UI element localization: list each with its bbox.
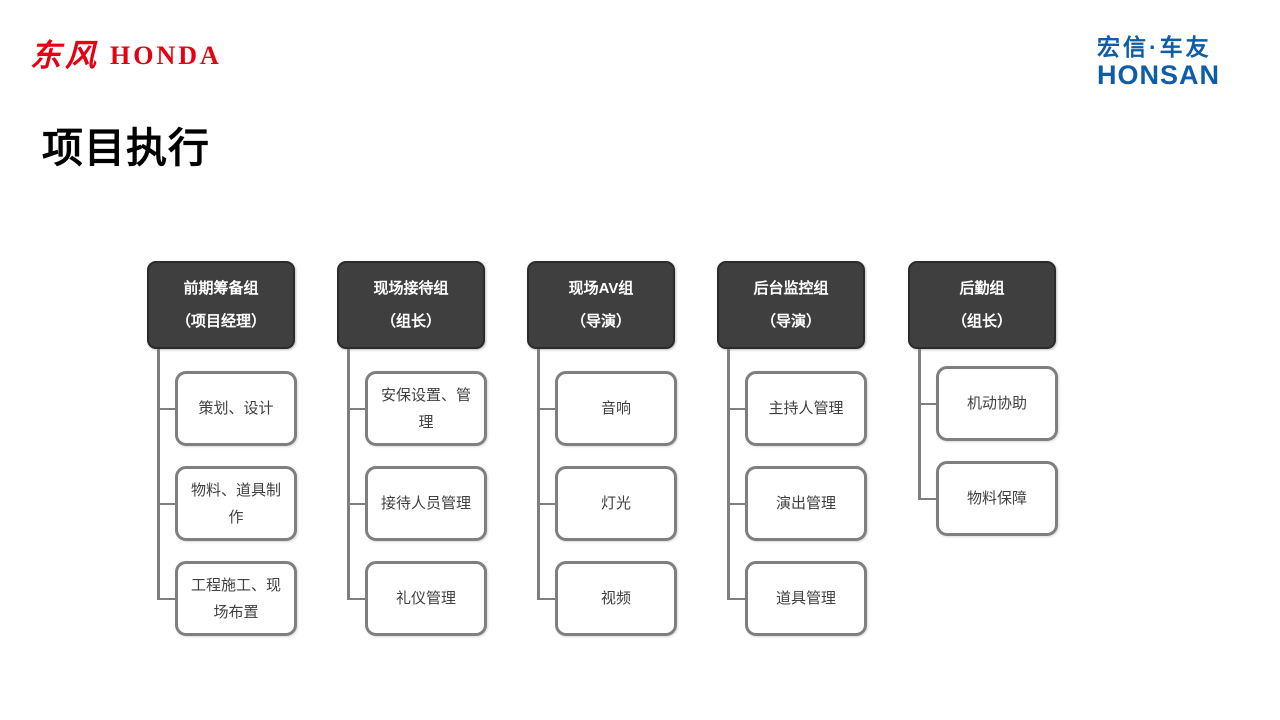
honsan-chinese-wordmark: 宏信·车友 (1097, 34, 1212, 60)
honsan-logo: 宏信·车友 HONSAN (1097, 36, 1220, 89)
org-task-label: 视频 (600, 590, 631, 607)
connector-horizontal-stub (918, 402, 937, 405)
org-group-header: 前期筹备组 （项目经理） (147, 261, 295, 349)
connector-vertical-line (537, 349, 540, 599)
org-group-name: 后勤组 (959, 279, 1005, 297)
org-task-box: 接待人员管理 (365, 466, 487, 541)
honsan-wordmark: HONSAN (1097, 60, 1221, 90)
org-group-name: 后台监控组 (753, 279, 829, 297)
org-task-label: 工程施工、现 场布置 (190, 576, 281, 621)
connector-horizontal-stub (537, 407, 556, 410)
org-column-4: 后台监控组 （导演） 主持人管理演出管理道具管理 (717, 261, 867, 661)
connector-horizontal-stub (918, 497, 937, 500)
honda-wordmark: HONDA (110, 40, 222, 70)
org-group-leader: （导演） (760, 312, 821, 330)
connector-horizontal-stub (347, 502, 366, 505)
org-task-box: 演出管理 (745, 466, 867, 541)
org-group-leader: （组长） (951, 312, 1012, 330)
org-task-box: 道具管理 (745, 561, 867, 636)
org-column-1: 前期筹备组 （项目经理） 策划、设计物料、道具制 作工程施工、现 场布置 (147, 261, 297, 661)
org-task-label: 物料保障 (966, 490, 1027, 507)
org-task-label: 机动协助 (966, 395, 1027, 412)
connector-horizontal-stub (157, 597, 176, 600)
org-task-label: 安保设置、管 理 (380, 386, 471, 431)
org-column-5: 后勤组 （组长） 机动协助物料保障 (908, 261, 1058, 661)
org-task-label: 接待人员管理 (380, 495, 471, 512)
org-task-box: 视频 (555, 561, 677, 636)
connector-vertical-line (157, 349, 160, 599)
org-group-header: 后台监控组 （导演） (717, 261, 865, 349)
org-group-header: 现场AV组 （导演） (527, 261, 675, 349)
connector-horizontal-stub (727, 407, 746, 410)
org-group-header: 后勤组 （组长） (908, 261, 1056, 349)
slide-title: 项目执行 (42, 125, 210, 171)
org-group-name: 现场接待组 (373, 279, 449, 297)
org-group-name: 前期筹备组 (183, 279, 259, 297)
org-task-label: 策划、设计 (198, 400, 274, 417)
org-task-box: 物料、道具制 作 (175, 466, 297, 541)
connector-horizontal-stub (157, 502, 176, 505)
org-task-box: 物料保障 (936, 461, 1058, 536)
org-task-label: 物料、道具制 作 (190, 481, 281, 526)
org-task-label: 道具管理 (775, 590, 836, 607)
dongfeng-honda-logo: 东风 HONDA (30, 40, 222, 71)
connector-horizontal-stub (727, 597, 746, 600)
org-group-header: 现场接待组 （组长） (337, 261, 485, 349)
connector-horizontal-stub (347, 597, 366, 600)
dongfeng-script-mark: 东风 (30, 38, 100, 73)
connector-vertical-line (918, 349, 921, 499)
org-task-box: 策划、设计 (175, 371, 297, 446)
org-task-box: 灯光 (555, 466, 677, 541)
connector-horizontal-stub (157, 407, 176, 410)
connector-horizontal-stub (727, 502, 746, 505)
org-task-label: 礼仪管理 (395, 590, 456, 607)
org-column-2: 现场接待组 （组长） 安保设置、管 理接待人员管理礼仪管理 (337, 261, 487, 661)
org-task-box: 礼仪管理 (365, 561, 487, 636)
org-task-box: 音响 (555, 371, 677, 446)
org-column-3: 现场AV组 （导演） 音响灯光视频 (527, 261, 677, 661)
org-task-label: 灯光 (600, 495, 631, 512)
connector-horizontal-stub (347, 407, 366, 410)
connector-vertical-line (347, 349, 350, 599)
org-group-leader: （组长） (380, 312, 441, 330)
org-task-box: 机动协助 (936, 366, 1058, 441)
connector-vertical-line (727, 349, 730, 599)
org-task-box: 安保设置、管 理 (365, 371, 487, 446)
org-task-label: 演出管理 (775, 495, 836, 512)
org-task-box: 主持人管理 (745, 371, 867, 446)
org-task-label: 音响 (600, 400, 631, 417)
connector-horizontal-stub (537, 502, 556, 505)
org-group-leader: （导演） (570, 312, 631, 330)
org-group-leader: （项目经理） (175, 312, 266, 330)
org-task-label: 主持人管理 (768, 400, 844, 417)
org-task-box: 工程施工、现 场布置 (175, 561, 297, 636)
org-group-name: 现场AV组 (568, 279, 634, 297)
connector-horizontal-stub (537, 597, 556, 600)
